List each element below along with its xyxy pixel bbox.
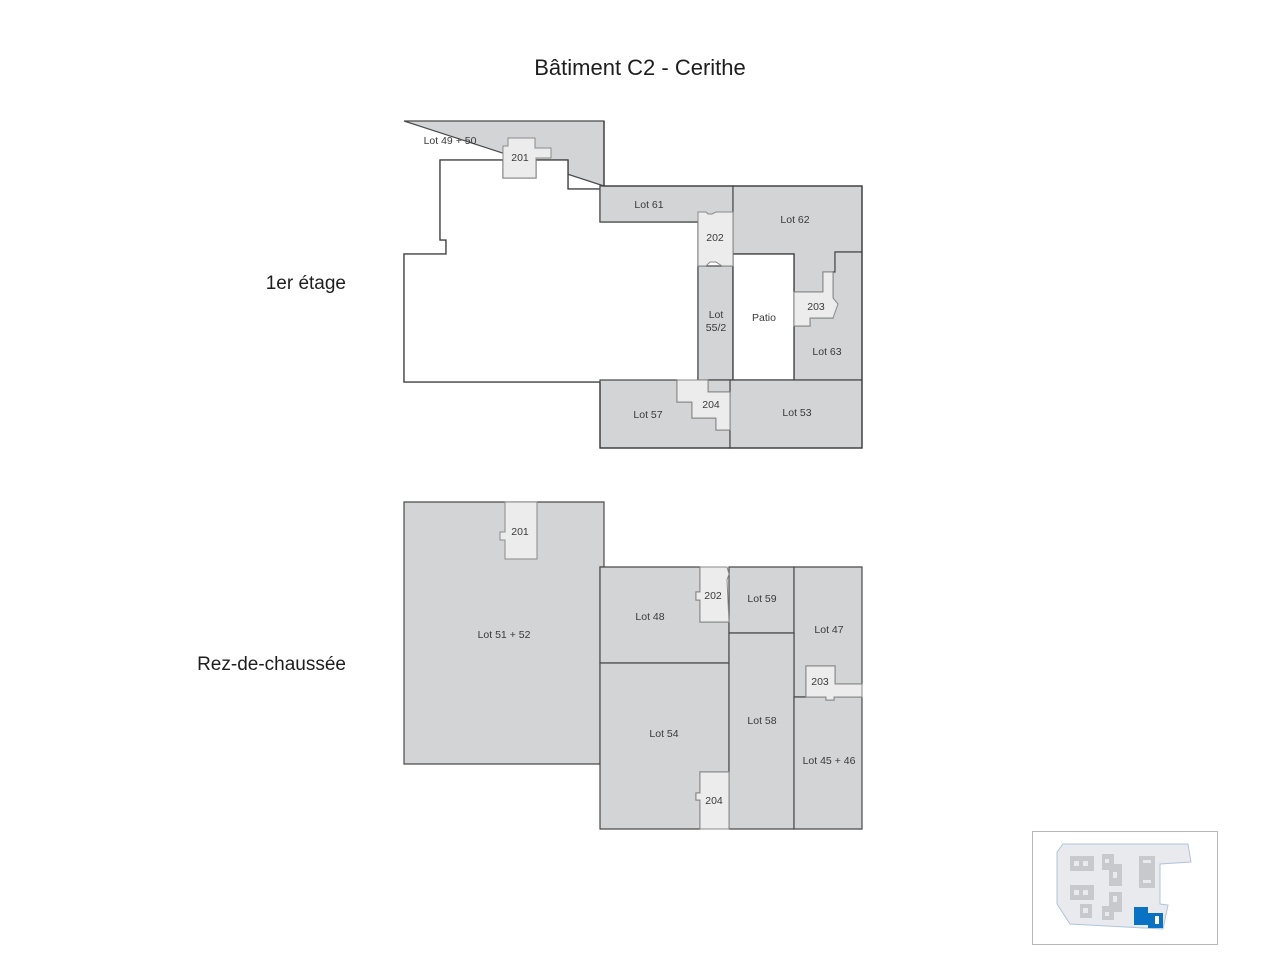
floor-plan-1er-etage: Lot 49 + 50 Lot 61 Lot 62 Lot 63 Lot 55/… <box>403 120 863 449</box>
lot-label: 55/2 <box>706 322 727 334</box>
lot-label: Lot 57 <box>633 409 662 421</box>
lot-label: Lot 49 + 50 <box>424 135 477 147</box>
lot-label: Lot 53 <box>782 407 811 419</box>
patio <box>732 253 795 381</box>
core-204[interactable] <box>676 379 731 431</box>
lot-label: Lot 47 <box>814 624 843 636</box>
lot-label: Lot 59 <box>747 593 776 605</box>
lot-label: Lot 45 + 46 <box>803 755 856 767</box>
core-204[interactable] <box>695 771 730 830</box>
lot-label: Lot 58 <box>747 715 776 727</box>
lot-label: Lot 54 <box>649 728 678 740</box>
core-label: 204 <box>702 399 720 411</box>
core-203[interactable] <box>805 665 863 701</box>
floor-plan-rez-de-chaussee: Lot 51 + 52 Lot 48 Lot 59 Lot 47 Lot 54 … <box>403 501 863 830</box>
lot-label: Lot 51 + 52 <box>478 629 531 641</box>
lot-label: Lot 61 <box>634 199 663 211</box>
page-title: Bâtiment C2 - Cerithe <box>534 55 746 80</box>
lot-58[interactable] <box>728 632 795 830</box>
floor-label-1er-etage: 1er étage <box>265 273 346 294</box>
site-minimap[interactable] <box>1032 831 1218 945</box>
core-201[interactable] <box>499 501 538 560</box>
floor-label-rez-de-chaussee: Rez-de-chaussée <box>197 654 346 675</box>
core-201[interactable] <box>502 137 552 179</box>
patio-label: Patio <box>752 312 776 324</box>
core-label: 201 <box>511 526 529 538</box>
lot-55-2-lower[interactable] <box>707 379 731 393</box>
core-label: 202 <box>704 590 722 602</box>
lot-label: Lot 63 <box>812 346 841 358</box>
core-203[interactable] <box>793 271 839 327</box>
core-label: 201 <box>511 152 529 164</box>
core-label: 204 <box>705 795 723 807</box>
lot-label: Lot 62 <box>780 214 809 226</box>
core-202[interactable] <box>697 211 734 267</box>
lot-label: Lot 48 <box>635 611 664 623</box>
core-label: 202 <box>706 232 724 244</box>
lot-label: Lot <box>709 309 724 321</box>
core-label: 203 <box>811 676 829 688</box>
site-map-icon <box>1056 843 1192 930</box>
core-202[interactable] <box>695 566 730 623</box>
core-label: 203 <box>807 301 825 313</box>
